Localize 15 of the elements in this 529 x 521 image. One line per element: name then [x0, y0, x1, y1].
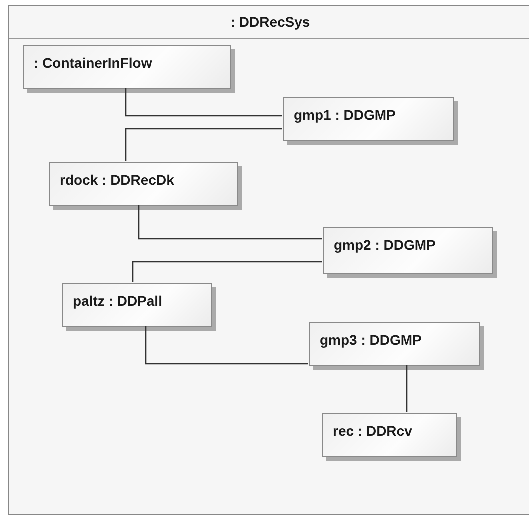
- part-label: gmp3 : DDGMP: [320, 332, 422, 348]
- system-frame: [8, 5, 529, 515]
- part-label: : ContainerInFlow: [34, 55, 152, 71]
- connector-line: [145, 326, 308, 365]
- connector-line: [125, 128, 282, 161]
- part-label: rdock : DDRecDk: [60, 172, 174, 188]
- part-label: gmp2 : DDGMP: [334, 237, 436, 253]
- connector-line: [125, 88, 282, 117]
- connector-line: [132, 261, 322, 282]
- connector-line: [406, 365, 408, 412]
- part-label: rec : DDRcv: [333, 423, 412, 439]
- part-label: paltz : DDPall: [73, 293, 162, 309]
- part-label: gmp1 : DDGMP: [294, 107, 396, 123]
- connector-line: [138, 205, 322, 240]
- frame-title: : DDRecSys: [230, 14, 312, 30]
